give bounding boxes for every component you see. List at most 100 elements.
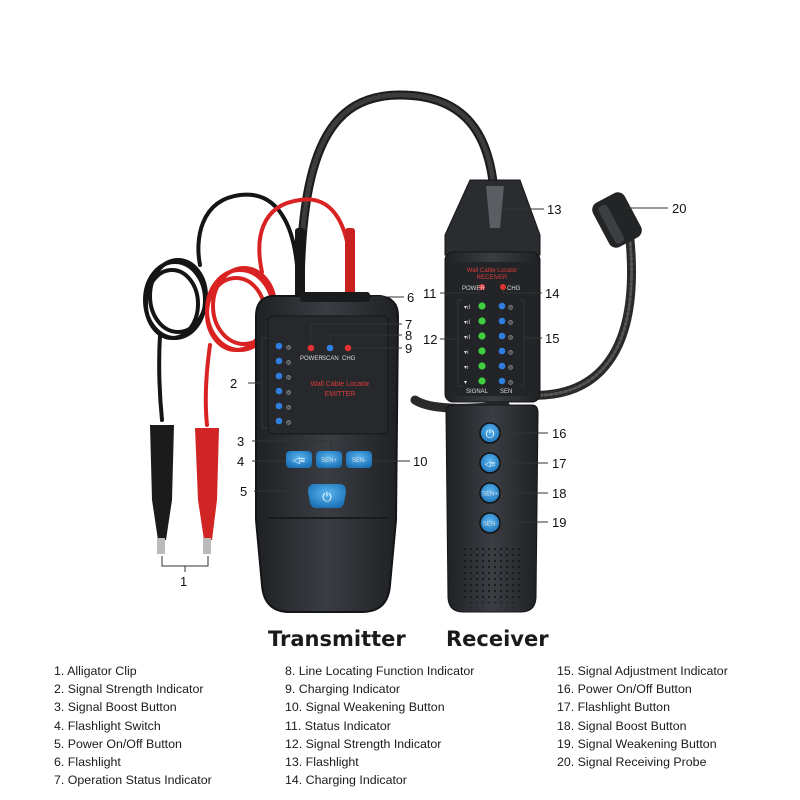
svg-text:▾: ▾ [464, 380, 467, 386]
legend-item: 18. Signal Boost Button [557, 718, 687, 733]
legend-item: 4. Flashlight Switch [54, 718, 161, 733]
receiver-power-label: POWER [462, 286, 485, 292]
svg-text:◎: ◎ [508, 305, 513, 311]
callout-6: 6 [407, 290, 414, 305]
transmitter-panel-line2: EMITTER [325, 391, 356, 398]
legend-item: 16. Power On/Off Button [557, 682, 692, 697]
receiver-sen-label: SEN [500, 389, 512, 395]
svg-text:◎: ◎ [286, 375, 291, 381]
receiver-flashlight-button[interactable]: ◁≡ [479, 452, 501, 474]
svg-text:SEN-: SEN- [352, 458, 366, 464]
transmitter-panel-line1: Wall Cable Locator [311, 381, 371, 388]
power-icon: ⏻ [322, 490, 332, 504]
receiver-panel-line1: Wall Cable Locator [467, 268, 517, 274]
legend-item: 6. Flashlight [54, 755, 121, 770]
legend-item: 5. Power On/Off Button [54, 736, 182, 751]
legend-column-3: 15. Signal Adjustment Indicator 16. Powe… [557, 662, 728, 771]
svg-text:SEN-: SEN- [483, 522, 497, 528]
receiver-power-led [479, 284, 485, 290]
transmitter-flashlight-switch[interactable]: ◁≡ [286, 451, 312, 468]
receiver-title: Receiver [446, 627, 549, 651]
legend-item: 14. Charging Indicator [285, 773, 407, 788]
alligator-clip-red [195, 428, 219, 554]
receiver-panel-line2: RECEIVER [477, 275, 508, 281]
callout-19: 19 [552, 515, 566, 530]
callout-numbers: 1 2 3 4 5 6 7 8 9 10 11 12 13 14 15 16 1… [180, 201, 686, 589]
callout-9: 9 [405, 341, 412, 356]
svg-text:▾ıl: ▾ıl [464, 320, 470, 326]
callout-5: 5 [240, 484, 247, 499]
callout-11: 11 [423, 286, 437, 301]
callout-1: 1 [180, 574, 187, 589]
receiver-chg-led [500, 284, 506, 290]
svg-text:▾ıl: ▾ıl [464, 335, 470, 341]
flashlight-icon: ◁≡ [485, 460, 496, 469]
receiver-chg-label: CHG [507, 286, 521, 292]
callout-13: 13 [547, 202, 561, 217]
legend-column-2: 8. Line Locating Function Indicator 9. C… [285, 662, 474, 789]
legend-item: 8. Line Locating Function Indicator [285, 664, 475, 678]
svg-text:◎: ◎ [508, 335, 513, 341]
callout-4: 4 [237, 454, 244, 469]
svg-text:◎: ◎ [508, 365, 513, 371]
callout-3: 3 [237, 434, 244, 449]
legend-item: 20. Signal Receiving Probe [557, 755, 707, 770]
transmitter-title: Transmitter [268, 627, 406, 651]
transmitter-sen-minus-button[interactable]: SEN- [346, 451, 372, 468]
svg-text:▾ı: ▾ı [464, 350, 469, 356]
svg-text:SEN+: SEN+ [482, 492, 498, 498]
transmitter-chg-label: CHG [342, 356, 356, 362]
legend-item: 12. Signal Strength Indicator [285, 736, 442, 751]
svg-text:▾ı: ▾ı [464, 365, 469, 371]
svg-text:◎: ◎ [286, 405, 291, 411]
receiver-device: Wall Cable Locator RECEIVER POWER CHG ▾ı… [444, 179, 541, 613]
callout-16: 16 [552, 426, 566, 441]
callout-14: 14 [545, 286, 559, 301]
svg-text:◎: ◎ [286, 390, 291, 396]
receiver-sen-plus-button[interactable]: SEN+ [479, 482, 501, 504]
legend-item: 17. Flashlight Button [557, 700, 670, 715]
svg-text:◎: ◎ [286, 360, 291, 366]
power-icon: ⏻ [486, 429, 495, 441]
callout-20: 20 [672, 201, 686, 216]
receiver-power-button[interactable]: ⏻ [479, 422, 501, 444]
legend-item: 7. Operation Status Indicator [54, 773, 212, 788]
callout-15: 15 [545, 331, 559, 346]
receiver-signal-label: SIGNAL [466, 389, 489, 395]
receiver-sen-minus-button[interactable]: SEN- [479, 512, 501, 534]
transmitter-power-button[interactable]: ⏻ [308, 484, 346, 508]
legend-column-1: 1. Alligator Clip 2. Signal Strength Ind… [54, 662, 212, 789]
legend-item: 19. Signal Weakening Button [557, 736, 717, 751]
receiver-adjustment-leds: ◎ ◎ ◎ ◎ ◎ ◎ [498, 302, 513, 386]
svg-text:◎: ◎ [286, 420, 291, 426]
receiver-speaker-grill [464, 545, 520, 603]
legend-item: 10. Signal Weakening Button [285, 700, 445, 715]
svg-text:SEN+: SEN+ [321, 458, 337, 464]
transmitter-signal-leds: ◎ ◎ ◎ ◎ ◎ ◎ [275, 342, 291, 426]
callout-18: 18 [552, 486, 566, 501]
legend-item: 11. Status Indicator [285, 718, 391, 733]
svg-text:◎: ◎ [508, 380, 513, 386]
svg-text:◎: ◎ [508, 320, 513, 326]
callout-2: 2 [230, 376, 237, 391]
svg-text:◎: ◎ [508, 350, 513, 356]
alligator-clip-black [150, 425, 174, 554]
transmitter-sen-plus-button[interactable]: SEN+ [316, 451, 342, 468]
receiving-probe-tip [592, 192, 642, 248]
legend-item: 3. Signal Boost Button [54, 700, 177, 715]
transmitter-power-led [307, 344, 315, 352]
callout-12: 12 [423, 332, 437, 347]
receiver-signal-leds: ▾ıl ▾ıl ▾ıl ▾ı ▾ı ▾ [464, 302, 486, 386]
legend-item: 13. Flashlight [285, 755, 359, 770]
transmitter-power-label: POWER [300, 356, 323, 362]
lead-plugs [295, 228, 355, 302]
legend-item: 2. Signal Strength Indicator [54, 682, 204, 697]
callout-10: 10 [413, 454, 427, 469]
transmitter-flashlight [300, 292, 370, 302]
transmitter-scan-led [326, 344, 334, 352]
callout-8: 8 [405, 328, 412, 343]
legend-item: 1. Alligator Clip [54, 664, 137, 678]
legend-item: 9. Charging Indicator [285, 682, 401, 697]
transmitter-device: ◎ ◎ ◎ ◎ ◎ ◎ POWER SCAN CHG Wall Cable Lo… [255, 292, 400, 613]
